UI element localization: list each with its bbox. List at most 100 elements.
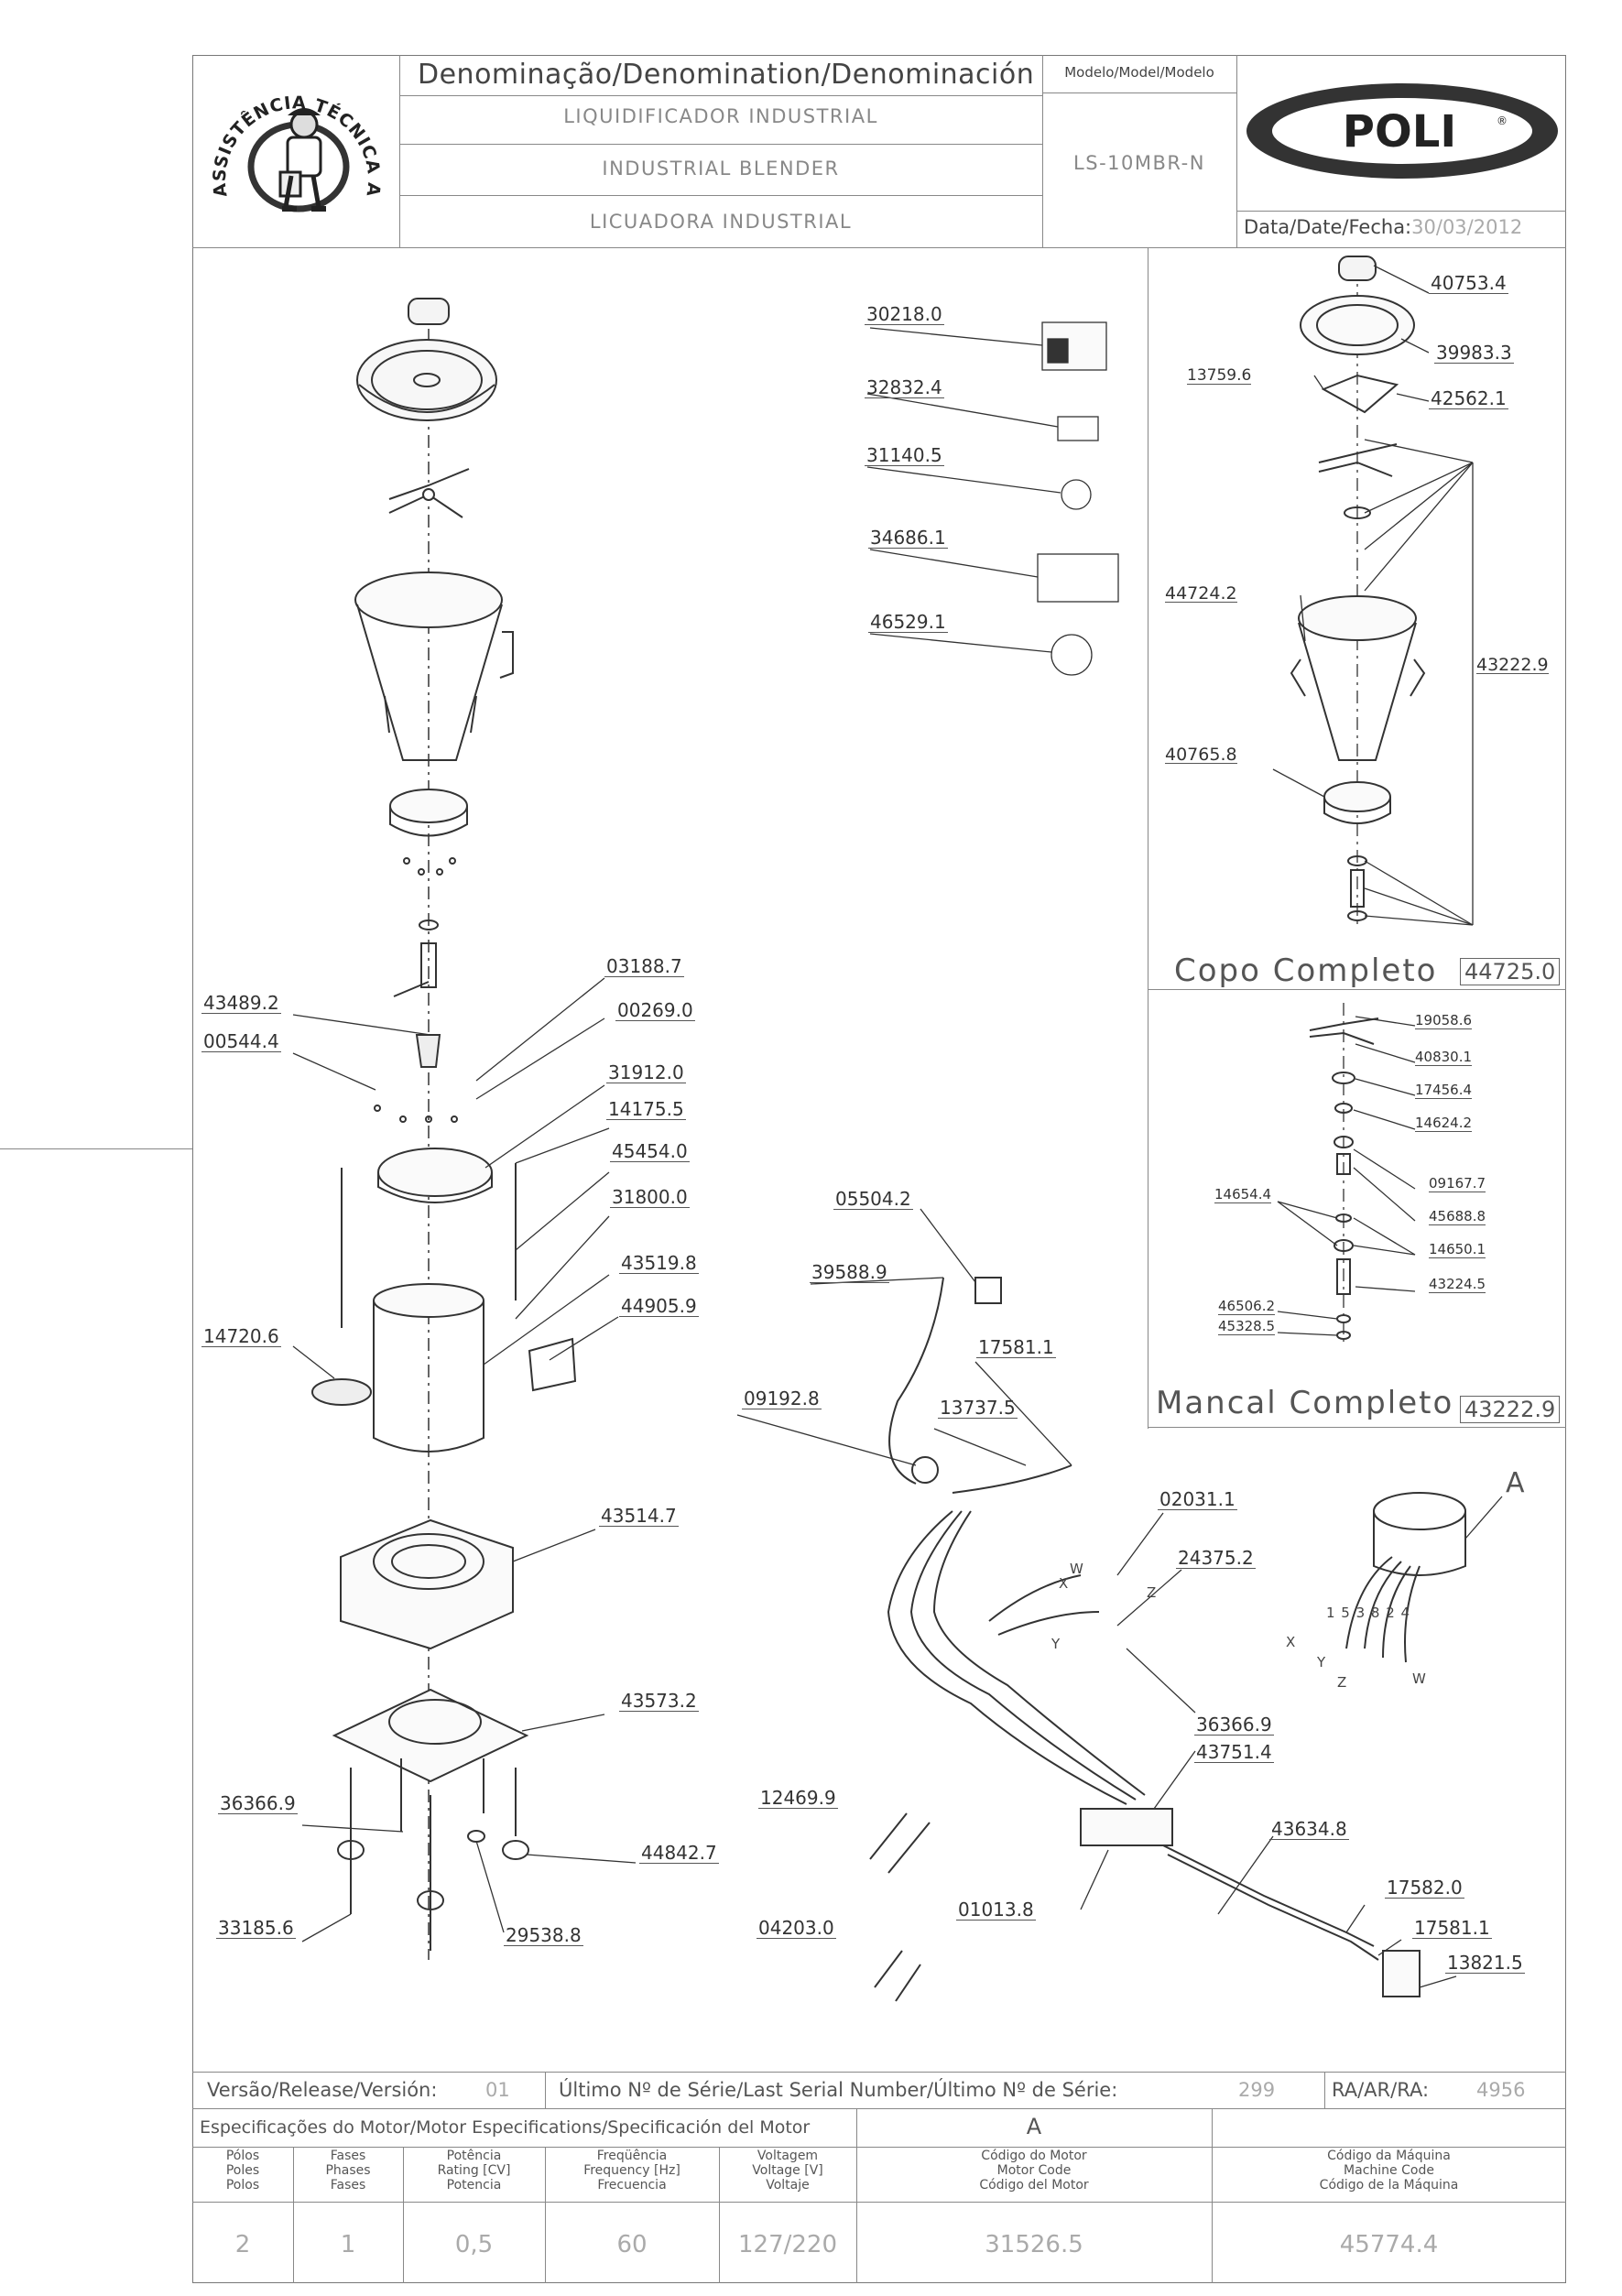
motor-letter-z: Z [1337, 1674, 1347, 1691]
mascot-seal-icon: ASSISTÊNCIA TÉCNICA AUTORIZADA [188, 43, 383, 212]
part-label: 30218.0 [865, 303, 944, 325]
date-label: Data/Date/Fecha: [1244, 216, 1412, 238]
motor-letter-y: Y [1317, 1654, 1326, 1670]
mancal-title: Mancal Completo [1156, 1385, 1454, 1421]
part-label: 45688.8 [1429, 1208, 1486, 1225]
motor-letter-a: A [1506, 1467, 1525, 1499]
part-label: 14175.5 [606, 1098, 686, 1120]
wire-letter-z: Z [1147, 1584, 1157, 1601]
technical-assistance-seal: ASSISTÊNCIA TÉCNICA AUTORIZADA [188, 43, 397, 244]
terminal-numbers: 1 5 3 8 2 4 [1326, 1605, 1411, 1621]
part-label: 43751.4 [1194, 1741, 1274, 1763]
spec-col-voltage: Voltagem Voltage [V] Voltaje [752, 2149, 823, 2193]
copo-code: 44725.0 [1460, 958, 1561, 985]
part-label: 17456.4 [1415, 1082, 1473, 1099]
name-en: INDUSTRIAL BLENDER [602, 158, 840, 180]
part-label: 44905.9 [619, 1295, 699, 1317]
part-label: 14720.6 [201, 1325, 281, 1347]
svg-text:POLI: POLI [1343, 106, 1456, 158]
part-label: 40830.1 [1415, 1049, 1473, 1066]
part-label: 14624.2 [1415, 1115, 1473, 1132]
spec-value-rating: 0,5 [454, 2231, 494, 2258]
part-label: 33185.6 [216, 1917, 296, 1939]
wire-letter-w: W [1070, 1561, 1083, 1577]
copo-title: Copo Completo [1174, 952, 1438, 989]
part-label: 17581.1 [976, 1336, 1056, 1358]
motor-letter-w: W [1412, 1670, 1426, 1687]
part-label: 01013.8 [956, 1899, 1036, 1921]
part-label: 43222.9 [1476, 655, 1549, 675]
part-label: 45328.5 [1218, 1318, 1276, 1335]
denomination-title: Denominação/Denomination/Denominación [418, 59, 1035, 91]
wire-letter-x: X [1059, 1575, 1069, 1592]
part-label: 44842.7 [639, 1842, 719, 1864]
part-label: 31800.0 [610, 1186, 690, 1208]
spec-col-rating: Potência Rating [CV] Potencia [437, 2149, 511, 2193]
serial-label: Último Nº de Série/Last Serial Number/Úl… [559, 2079, 1118, 2101]
serial-value: 299 [1238, 2079, 1276, 2101]
spec-col-frequency: Freqüência Frequency [Hz] Frecuencia [583, 2149, 680, 2193]
part-label: 32832.4 [865, 376, 944, 398]
part-label: 39588.9 [810, 1261, 889, 1283]
version-value: 01 [485, 2079, 510, 2101]
part-label: 05504.2 [833, 1188, 913, 1210]
spec-col-phases: Fases Phases Fases [325, 2149, 371, 2193]
part-label: 12469.9 [758, 1787, 838, 1809]
part-label: 36366.9 [1194, 1714, 1274, 1736]
part-label: 36366.9 [218, 1792, 298, 1814]
part-label: 45454.0 [610, 1140, 690, 1162]
motor-spec-letter: A [1026, 2114, 1042, 2139]
part-label: 04203.0 [757, 1917, 836, 1939]
part-label: 00269.0 [615, 999, 695, 1021]
spec-col-motor-code: Código do Motor Motor Code Código del Mo… [979, 2149, 1089, 2193]
part-label: 13759.6 [1187, 366, 1252, 385]
poli-logo: POLI ® [1242, 81, 1562, 181]
motor-spec-label: Especificações do Motor/Motor Especifica… [200, 2117, 811, 2138]
part-label: 46529.1 [868, 611, 948, 633]
spec-value-voltage: 127/220 [737, 2231, 837, 2258]
margin-line [0, 1148, 192, 1149]
part-label: 24375.2 [1176, 1547, 1256, 1569]
part-label: 44724.2 [1165, 583, 1237, 604]
part-label: 31912.0 [606, 1061, 686, 1083]
ra-value: 4956 [1476, 2079, 1526, 2101]
part-label: 43224.5 [1429, 1276, 1486, 1293]
model-value: LS-10MBR-N [1073, 152, 1205, 174]
spec-col-poles: Pólos Poles Polos [225, 2149, 260, 2193]
part-label: 03188.7 [604, 955, 684, 977]
part-label: 40753.4 [1429, 272, 1508, 294]
part-label: 43573.2 [619, 1690, 699, 1712]
header-divider [192, 247, 1566, 248]
date-field: Data/Date/Fecha:30/03/2012 [1244, 216, 1522, 238]
mancal-code: 43222.9 [1460, 1396, 1561, 1423]
part-label: 09167.7 [1429, 1175, 1486, 1192]
date-value: 30/03/2012 [1411, 216, 1523, 238]
part-label: 43634.8 [1269, 1818, 1349, 1840]
part-label: 09192.8 [742, 1387, 822, 1409]
part-label: 17582.0 [1385, 1877, 1464, 1899]
part-label: 42562.1 [1429, 387, 1508, 409]
part-label: 46506.2 [1218, 1298, 1276, 1315]
spec-col-machine-code: Código da Máquina Machine Code Código de… [1319, 2149, 1459, 2193]
drawing-frame [192, 55, 1566, 2283]
spec-value-machine-code: 45774.4 [1339, 2231, 1439, 2258]
part-label: 14654.4 [1214, 1186, 1272, 1203]
name-es: LICUADORA INDUSTRIAL [589, 211, 853, 233]
version-label: Versão/Release/Versión: [207, 2079, 438, 2101]
part-label: 14650.1 [1429, 1241, 1486, 1258]
spec-value-frequency: 60 [616, 2231, 648, 2258]
motor-letter-x: X [1286, 1634, 1296, 1650]
part-label: 29538.8 [504, 1924, 583, 1946]
part-label: 02031.1 [1158, 1488, 1237, 1510]
model-title: Modelo/Model/Modelo [1064, 64, 1214, 81]
part-label: 43519.8 [619, 1252, 699, 1274]
part-label: 13737.5 [938, 1397, 1018, 1419]
wire-letter-y: Y [1051, 1636, 1061, 1652]
part-label: 40765.8 [1165, 745, 1237, 765]
part-label: 17581.1 [1412, 1917, 1492, 1939]
part-label: 19058.6 [1415, 1012, 1473, 1029]
part-label: 34686.1 [868, 527, 948, 549]
part-label: 31140.5 [865, 444, 944, 466]
spec-value-phases: 1 [340, 2231, 356, 2258]
